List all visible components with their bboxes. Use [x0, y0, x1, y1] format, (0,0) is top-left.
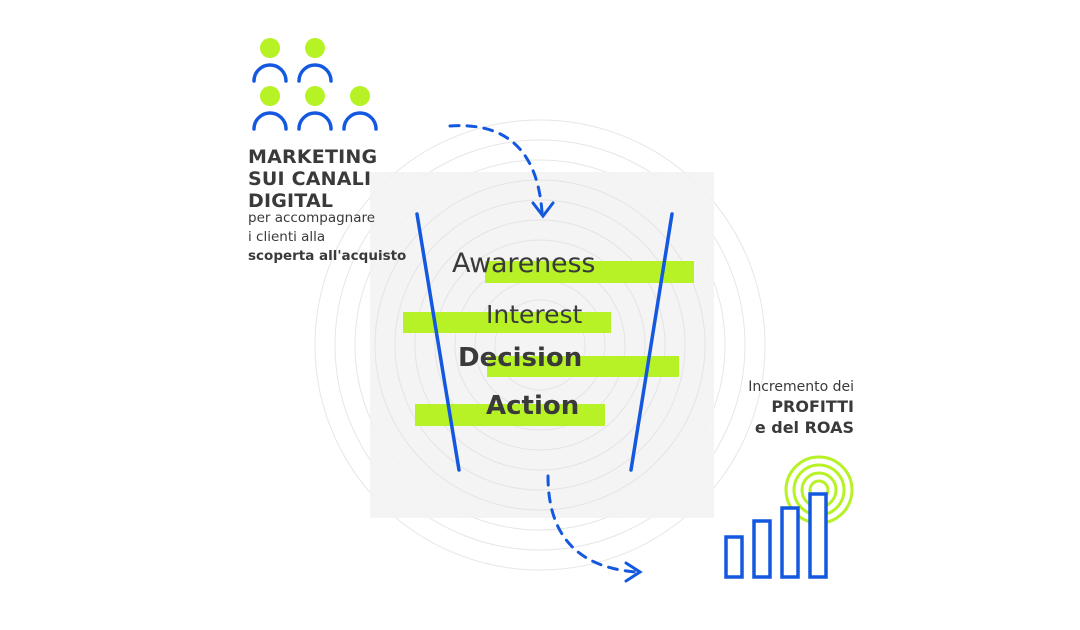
funnel-icon [415, 212, 674, 472]
background-panel [370, 172, 714, 518]
left-subtitle-bold: scoperta all'acquisto [248, 248, 407, 264]
left-title-line: MARKETING [248, 146, 378, 168]
left-subtitle-line: i clienti alla [248, 229, 326, 245]
stage-interest: Interest [486, 300, 583, 329]
left-title-line: DIGITAL [248, 190, 334, 212]
action-highlight [415, 404, 605, 426]
left-subtitle: per accompagnare i clienti alla scoperta… [248, 209, 468, 266]
stage-action: Action [486, 391, 580, 421]
funnel-highlights [403, 261, 694, 426]
right-bold-caption: PROFITTI e del ROAS [690, 396, 854, 438]
decision-highlight [487, 356, 679, 377]
dashed-arrow-icon [546, 474, 643, 583]
left-subtitle-line: per accompagnare [248, 210, 376, 226]
dashed-arrow-icon [448, 124, 555, 219]
awareness-highlight [485, 261, 694, 283]
interest-highlight [403, 312, 611, 333]
stage-awareness: Awareness [452, 248, 596, 279]
right-caption: Incremento dei [748, 379, 854, 395]
bar-chart-icon [724, 492, 828, 579]
people-group-icon [252, 38, 378, 131]
stage-decision: Decision [458, 343, 583, 373]
right-bold-line: e del ROAS [754, 418, 854, 437]
left-title: MARKETING SUI CANALI DIGITAL [248, 146, 468, 212]
left-title-line: SUI CANALI [248, 168, 372, 190]
right-bold-line: PROFITTI [771, 397, 854, 416]
